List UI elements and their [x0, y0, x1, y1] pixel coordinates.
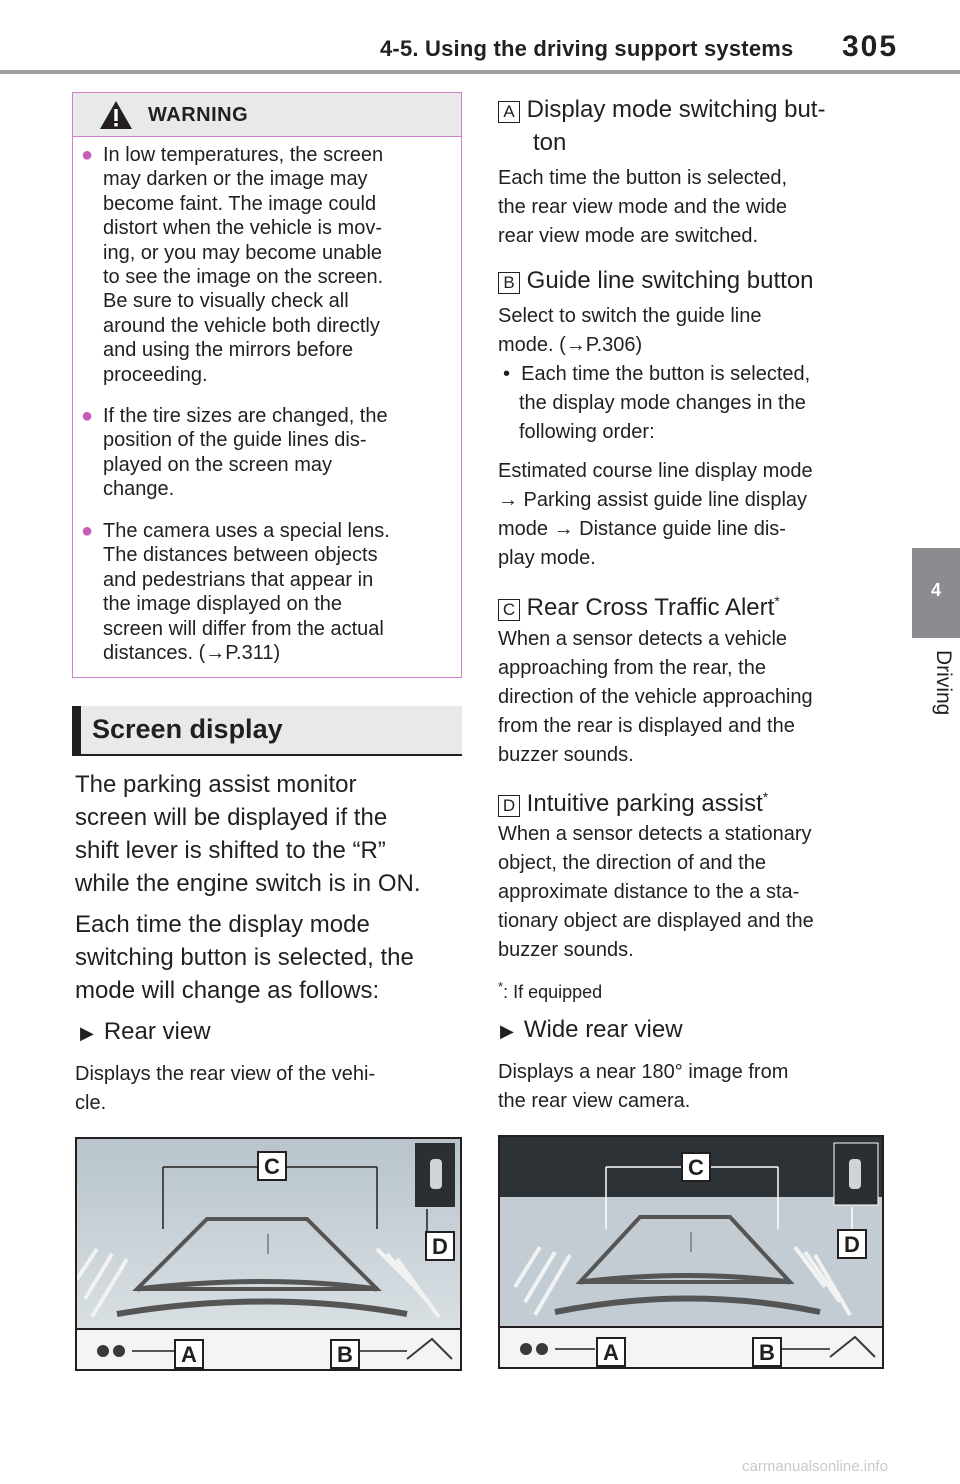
item-b-heading: B Guide line switching button [498, 264, 898, 297]
warning-title: WARNING [148, 104, 249, 126]
label-d-box: D [498, 795, 520, 817]
label-a-box: A [498, 101, 520, 123]
wide-rear-view-camera-image [500, 1137, 882, 1367]
bullet-dot-icon: ● [81, 144, 94, 166]
bullet-dot-icon: ● [81, 405, 94, 427]
figure-label-c: C [681, 1152, 711, 1182]
wide-rear-view-heading: ▶Wide rear view [500, 1016, 683, 1043]
figure-label-a: A [174, 1339, 204, 1369]
rear-view-description: Displays the rear view of the vehi-cle. [75, 1063, 376, 1114]
page-number: 305 [842, 30, 899, 63]
watermark: carmanualsonline.info [742, 1458, 888, 1475]
warning-header: WARNING [73, 93, 461, 137]
item-a-description: Each time the button is selected,the rea… [498, 167, 788, 247]
figure-label-a: A [596, 1337, 626, 1367]
footnote: *: If equipped [498, 979, 603, 1002]
wide-rear-view-screen-figure: C D A B [498, 1135, 884, 1369]
warning-icon [100, 101, 132, 129]
rear-view-screen-figure: C D A B [75, 1137, 462, 1371]
rear-view-heading: ▶Rear view [80, 1018, 211, 1045]
label-c-box: C [498, 599, 520, 621]
section-heading-text: Screen display [92, 714, 283, 744]
bullet-dot-icon: ● [81, 520, 94, 542]
item-b-bullet: • Each time the button is selected, the … [503, 363, 811, 443]
figure-label-b: B [752, 1337, 782, 1367]
header-rule [0, 70, 960, 74]
section-title: 4-5. Using the driving support systems [380, 36, 794, 61]
section-heading: Screen display [72, 706, 462, 756]
warning-box: WARNING ● In low temperatures, the scree… [72, 92, 462, 678]
item-d-heading: D Intuitive parking assist* [498, 781, 898, 820]
item-b-order: Estimated course line display mode→ Park… [498, 460, 813, 569]
chapter-tab: 4 [912, 548, 960, 638]
figure-label-d: D [425, 1231, 455, 1261]
figure-label-b: B [330, 1339, 360, 1369]
chapter-tab-number: 4 [930, 580, 941, 600]
figure-label-d: D [837, 1229, 867, 1259]
label-b-box: B [498, 272, 520, 294]
chapter-side-label: Driving [932, 650, 955, 716]
triangle-bullet-icon: ▶ [80, 1023, 94, 1043]
triangle-bullet-icon: ▶ [500, 1021, 514, 1041]
item-a-heading: A Display mode switching but- ton [498, 93, 888, 159]
warning-item: ● The camera uses a special lens.The dis… [81, 519, 451, 665]
figure-label-c: C [257, 1151, 287, 1181]
item-c-heading: C Rear Cross Traffic Alert* [498, 585, 898, 624]
warning-item-text: The camera uses a special lens.The dista… [103, 520, 390, 665]
